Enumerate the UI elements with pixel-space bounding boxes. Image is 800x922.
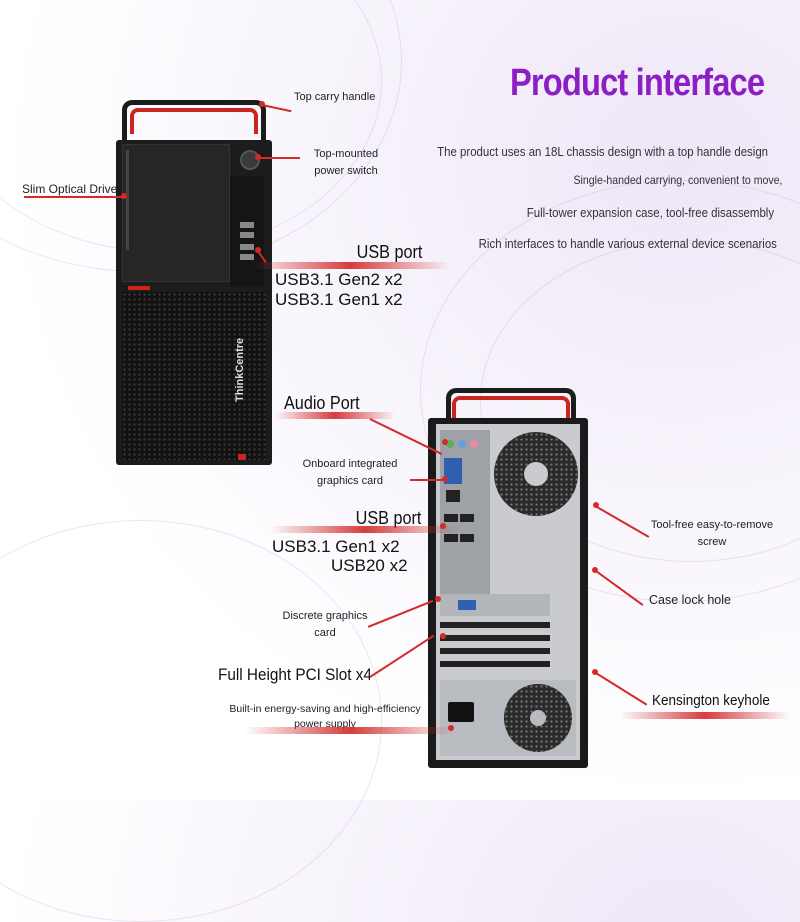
audio-jack-icon [470, 440, 478, 448]
audio-jack-icon [458, 440, 466, 448]
rear-usb-spec-2: USB20 x2 [331, 556, 408, 575]
label-kensington: Kensington keyhole [652, 692, 770, 709]
label-audio-port: Audio Port [284, 393, 360, 413]
displayport-icon [446, 490, 460, 502]
label-onboard-graphics: Onboard integrated graphics card [302, 458, 398, 487]
label-top-carry-handle: Top carry handle [294, 91, 376, 103]
optical-drive [122, 144, 230, 282]
audio-jack-icon [446, 440, 454, 448]
discrete-graphics-card [440, 594, 550, 616]
description-line-1: The product uses an 18L chassis design w… [437, 144, 768, 159]
usb-port-icon [460, 514, 474, 522]
label-optical-drive: Slim Optical Drive [22, 182, 118, 196]
psu-fan [504, 684, 572, 752]
brand-logo: ThinkCentre [234, 337, 246, 402]
page-title: Product interface [510, 62, 765, 104]
usb-port-icon [240, 232, 254, 238]
pci-slots [440, 622, 550, 674]
rear-usb-spec-1: USB3.1 Gen1 x2 [272, 537, 400, 556]
carry-handle [122, 100, 266, 142]
rear-io-shield [440, 430, 490, 594]
label-pci-slots: Full Height PCI Slot x4 [218, 665, 372, 684]
front-usb-spec-1: USB3.1 Gen2 x2 [275, 270, 403, 289]
front-mesh-grille [122, 292, 266, 460]
usb-port-icon [444, 534, 458, 542]
rear-carry-handle [446, 388, 576, 424]
label-discrete-graphics: Discrete graphics card [282, 610, 368, 639]
power-socket-icon [448, 702, 474, 722]
label-tool-free-screw: Tool-free easy-to-remove screw [650, 519, 774, 548]
usb-port-icon [460, 534, 474, 542]
vga-port-icon [444, 458, 462, 484]
description-line-4: Rich interfaces to handle various extern… [478, 236, 777, 251]
front-usb-title: USB port [356, 242, 423, 262]
description-line-2: Single-handed carrying, convenient to mo… [573, 173, 782, 187]
power-button-icon[interactable] [240, 150, 260, 170]
description-line-3: Full-tower expansion case, tool-free dis… [526, 205, 774, 220]
usb-port-icon [444, 514, 458, 522]
front-io-panel [230, 176, 264, 286]
rear-usb-title: USB port [355, 508, 422, 528]
front-usb-spec-2: USB3.1 Gen1 x2 [275, 290, 403, 309]
usb-port-icon [240, 254, 254, 260]
usb-port-icon [240, 222, 254, 228]
label-case-lock: Case lock hole [649, 593, 731, 607]
label-power-switch: Top-mounted power switch [313, 148, 379, 177]
usb-port-icon [240, 244, 254, 250]
